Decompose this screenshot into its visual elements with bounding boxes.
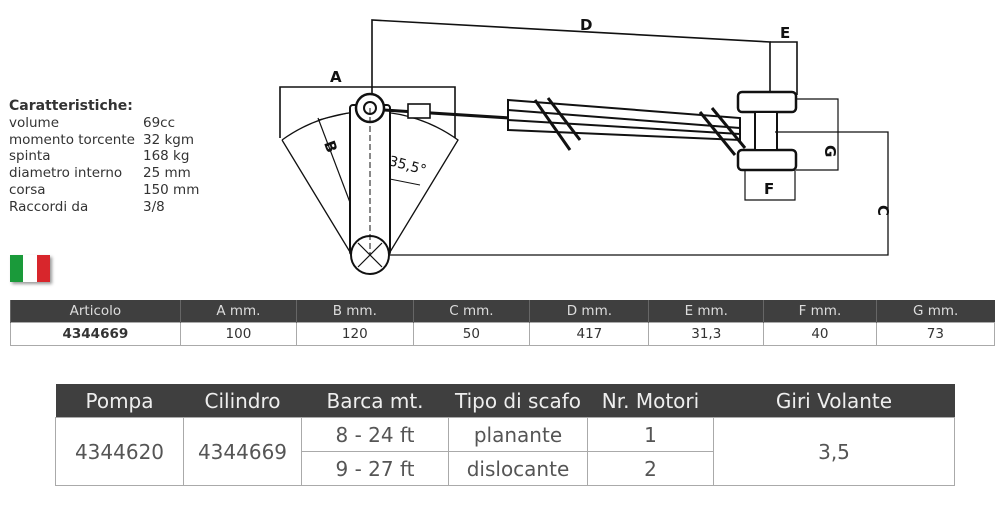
spec-row: momento torcente 32 kgm — [9, 132, 199, 149]
label-a: A — [330, 68, 342, 86]
table-row: 4344620 4344669 8 - 24 ft planante 1 3,5 — [55, 417, 955, 486]
mount-bracket-top — [736, 90, 798, 114]
hose-fitting — [533, 97, 582, 151]
cell: 4344669 — [10, 322, 181, 346]
spec-value: 168 kg — [143, 148, 190, 165]
cell-tipo: dislocante — [448, 451, 588, 486]
col-header: F mm. — [763, 300, 877, 323]
cell-motori: 1 — [587, 417, 714, 452]
col-header: C mm. — [412, 300, 530, 323]
cell-cilindro: 4344669 — [183, 417, 302, 486]
col-header: Articolo — [10, 300, 181, 323]
cell-pompa: 4344620 — [55, 417, 184, 486]
col-header: B mm. — [296, 300, 413, 323]
table-row: 4344669 100 120 50 417 31,3 40 73 — [10, 322, 996, 346]
spec-row: corsa 150 mm — [9, 182, 199, 199]
spec-value: 32 kgm — [143, 131, 195, 148]
dimension-d-line — [371, 19, 771, 108]
label-f: F — [764, 180, 774, 198]
spec-row: Raccordi da 3/8 — [9, 199, 199, 216]
col-header: Giri Volante — [713, 384, 955, 418]
cell: 50 — [412, 322, 531, 346]
col-header: E mm. — [648, 300, 764, 323]
dimension-g-line — [796, 98, 839, 171]
spec-key: momento torcente — [9, 131, 135, 148]
cell: 40 — [763, 322, 877, 346]
col-header: Cilindro — [183, 384, 302, 418]
cell-barca: 9 - 27 ft — [301, 451, 449, 486]
spec-value: 3/8 — [143, 198, 165, 215]
col-header: Pompa — [55, 384, 184, 418]
cell-tipo: planante — [448, 417, 588, 452]
label-angle: 35,5° — [387, 153, 428, 178]
rod-end-fitting — [407, 103, 431, 119]
specs-title: Caratteristiche: — [9, 98, 133, 114]
col-header: A mm. — [179, 300, 297, 323]
label-g: G — [821, 145, 839, 157]
label-e: E — [780, 24, 790, 42]
label-b: B — [320, 138, 341, 155]
dimension-c-line — [390, 131, 889, 256]
cell-barca: 8 - 24 ft — [301, 417, 449, 452]
cell: 120 — [296, 322, 414, 346]
spec-value: 69cc — [143, 114, 176, 131]
italian-flag-icon — [10, 255, 50, 282]
spec-key: diametro interno — [9, 165, 123, 182]
hose-fitting — [698, 107, 747, 156]
spec-key: Raccordi da — [9, 198, 89, 215]
spec-value: 150 mm — [143, 181, 200, 198]
col-header: Nr. Motori — [587, 384, 714, 418]
cell: 73 — [875, 322, 996, 346]
spec-row: spinta 168 kg — [9, 148, 199, 165]
table-row: 9 - 27 ft dislocante 2 — [56, 451, 955, 486]
spec-value: 25 mm — [143, 165, 191, 182]
spec-row: volume 69cc — [9, 115, 199, 132]
specs-list: Caratteristiche: volume 69cc momento torc… — [9, 98, 199, 216]
mount-bracket-bottom — [736, 148, 798, 172]
dimensions-table: Articolo A mm. B mm. C mm. D mm. E mm. F… — [10, 300, 996, 346]
cylinder-diagram: A B C D E F G 35,5° — [279, 16, 892, 275]
col-header: D mm. — [529, 300, 649, 323]
spec-key: volume — [9, 114, 60, 131]
spec-row: diametro interno 25 mm — [9, 165, 199, 182]
label-c: C — [874, 205, 892, 216]
dimension-f-line — [744, 170, 796, 201]
spec-key: corsa — [9, 181, 46, 198]
dimension-e-line — [770, 41, 798, 95]
cell: 31,3 — [648, 322, 765, 346]
piston-rod — [383, 108, 511, 120]
col-header: Barca mt. — [301, 384, 449, 418]
compatibility-table: Pompa Cilindro Barca mt. Tipo di scafo N… — [55, 384, 955, 486]
cell-motori: 2 — [587, 451, 714, 486]
cell: 100 — [179, 322, 298, 346]
cell: 417 — [529, 322, 650, 346]
col-header: G mm. — [875, 300, 995, 323]
dimension-a-line — [279, 86, 456, 138]
cylinder-lines — [507, 109, 741, 135]
cell-giri: 3,5 — [713, 417, 955, 486]
label-d: D — [580, 16, 592, 34]
mount-block — [754, 111, 778, 151]
spec-key: spinta — [9, 148, 51, 165]
col-header: Tipo di scafo — [448, 384, 588, 418]
